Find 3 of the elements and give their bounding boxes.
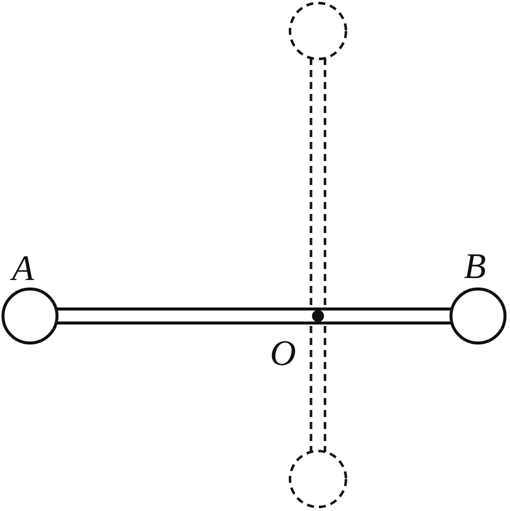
point-label: A [12, 250, 34, 286]
point-label: O [270, 335, 296, 371]
point-label: B [464, 248, 486, 284]
